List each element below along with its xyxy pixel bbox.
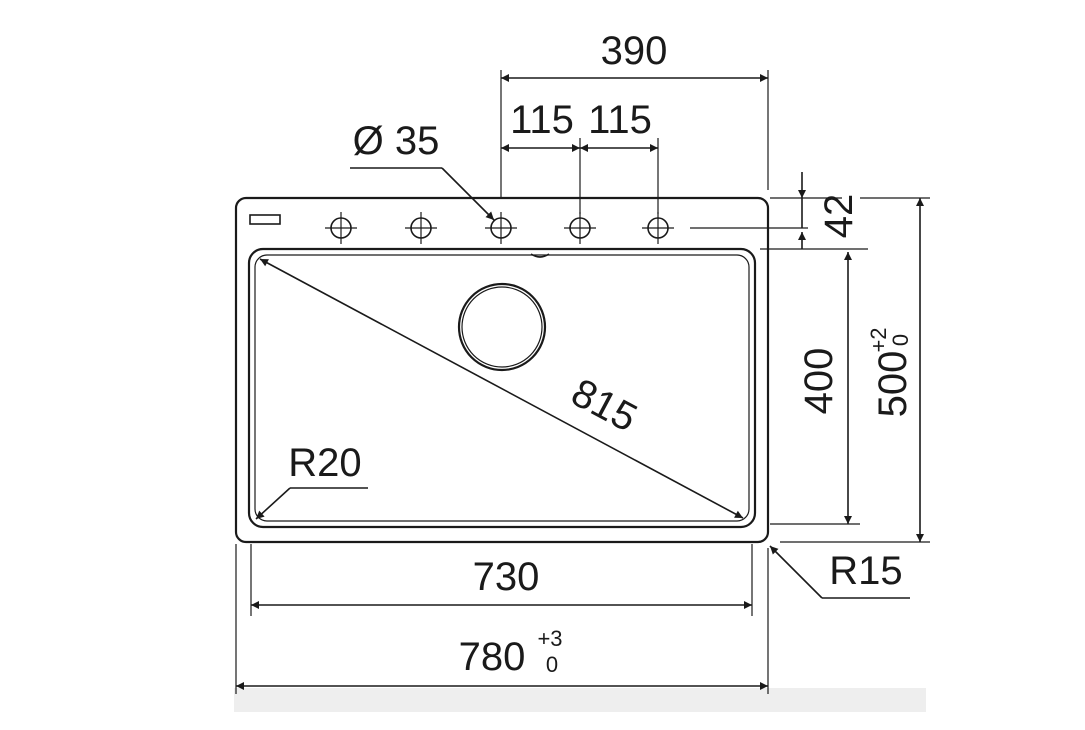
dim-label-730: 730 [473,555,540,599]
overflow-notch [530,253,550,258]
tap-hole-3 [485,212,517,244]
dim-label-500: 500 [871,351,915,418]
dim-label-r20: R20 [288,441,361,485]
tap-hole-5 [642,212,674,244]
dim-label-115-left: 115 [510,98,574,142]
dim-label-hole-diameter: Ø 35 [353,119,440,163]
tap-hole-2 [405,212,437,244]
dim-label-400: 400 [797,348,841,415]
overflow-slot [249,214,281,225]
drain-inner-circle [461,286,543,368]
dim-label-r15: R15 [829,549,902,593]
bowl-outline [247,247,757,529]
dim-label-115-right: 115 [588,98,652,142]
tap-hole-1 [325,212,357,244]
drain-circle [457,282,547,372]
dim-label-500-tol-lower: 0 [888,334,913,346]
dim-label-42: 42 [817,194,861,239]
leader-hole-diameter-diag [441,167,495,221]
dim-label-390: 390 [601,29,668,73]
dim-label-780-tol-lower: 0 [546,652,558,677]
bowl-inner-outline [254,254,750,522]
leader-r15-diag [769,545,823,599]
dim-label-500-group: 500 +2 0 [866,327,915,417]
sink-outline [234,196,770,544]
dim-line-815 [259,258,744,519]
floor-shadow [234,688,926,712]
tap-hole-4 [564,212,596,244]
leader-r20-diag [255,487,291,520]
dim-label-780: 780 [459,635,526,679]
dim-label-780-tol-upper: +3 [537,626,562,651]
dim-label-815: 815 [564,370,644,440]
dim-label-500-tol-upper: +2 [866,327,891,352]
